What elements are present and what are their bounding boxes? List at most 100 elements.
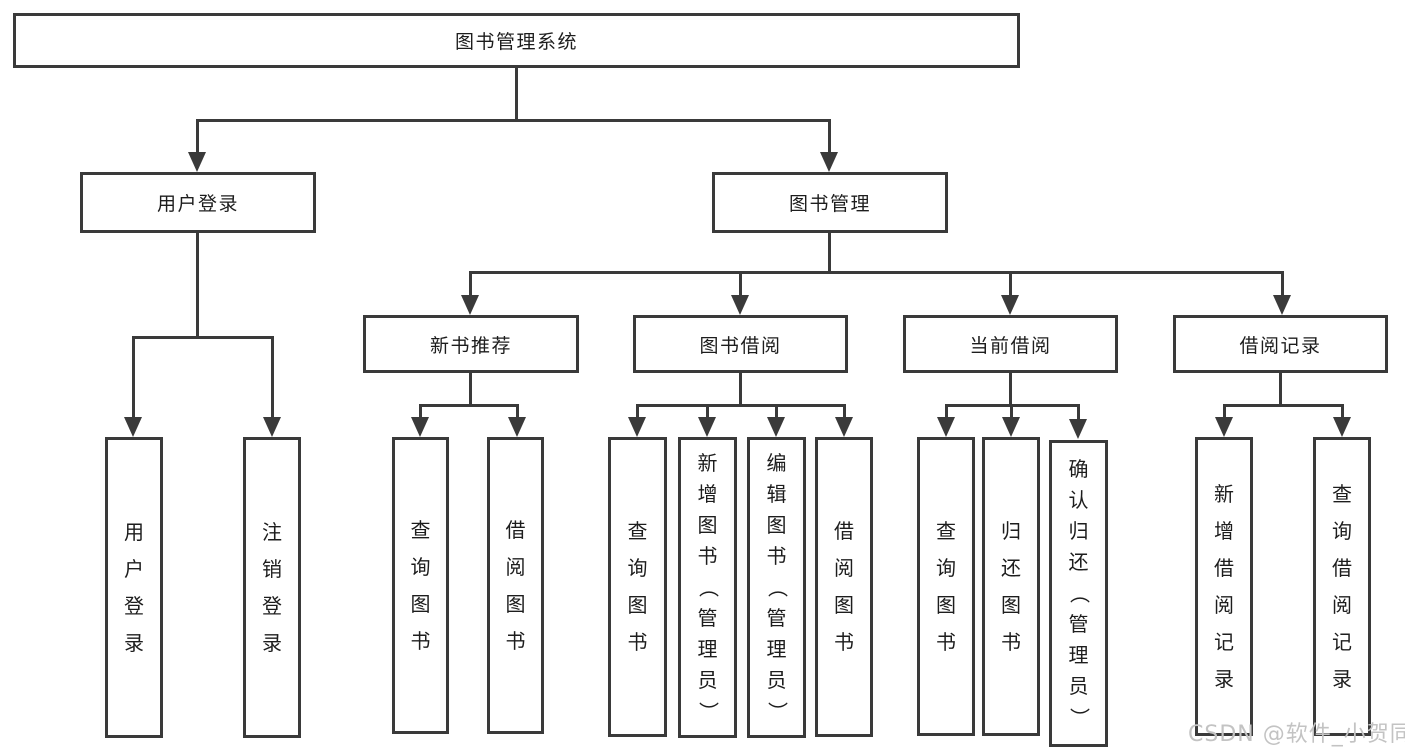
connector-line <box>1279 371 1282 407</box>
connector-line <box>419 404 519 407</box>
node-borrow-books-2: 借阅图书 <box>815 437 873 737</box>
connector-line <box>1281 271 1284 298</box>
node-confirm-return-admin-label: 确认归还（管理员） <box>1067 454 1091 733</box>
vertical-label-char: （ <box>1067 583 1091 604</box>
node-library-system: 图书管理系统 <box>13 13 1020 68</box>
vertical-label-char: 增 <box>697 482 718 506</box>
connector-line <box>1009 371 1012 407</box>
vertical-label-char: 注 <box>262 519 282 544</box>
arrow-down-icon <box>937 417 955 437</box>
arrow-down-icon <box>698 417 716 437</box>
vertical-label-char: 借 <box>1332 555 1352 580</box>
node-borrow-records: 借阅记录 <box>1173 315 1388 373</box>
node-query-books-3: 查询图书 <box>917 437 975 736</box>
arrow-down-icon <box>820 152 838 172</box>
node-new-book-recommend: 新书推荐 <box>363 315 579 373</box>
connector-line <box>636 404 846 407</box>
vertical-label-char: 管 <box>766 606 787 630</box>
vertical-label-char: 查 <box>1332 481 1352 506</box>
vertical-label-char: 询 <box>627 556 648 580</box>
connector-line <box>132 336 135 419</box>
node-add-borrow-record-label: 新增借阅记录 <box>1214 476 1234 698</box>
arrow-down-icon <box>124 417 142 437</box>
connector-line <box>469 271 1284 274</box>
node-current-borrow: 当前借阅 <box>903 315 1118 373</box>
node-logout: 注销登录 <box>243 437 301 738</box>
vertical-label-char: 书 <box>627 630 648 654</box>
node-query-books-1: 查询图书 <box>392 437 449 734</box>
vertical-label-char: 书 <box>505 628 526 653</box>
vertical-label-char: 图 <box>627 593 648 617</box>
node-edit-book-admin-label: 编辑图书（管理员） <box>765 448 789 727</box>
node-add-borrow-record: 新增借阅记录 <box>1195 437 1253 736</box>
node-add-book-admin: 新增图书（管理员） <box>678 437 737 738</box>
vertical-label-char: 图 <box>410 591 431 616</box>
connector-line <box>945 404 948 419</box>
node-query-books-2: 查询图书 <box>608 437 667 737</box>
node-query-books-1-label: 查询图书 <box>411 512 431 660</box>
connector-line <box>739 371 742 407</box>
node-add-book-admin-label: 新增图书（管理员） <box>696 448 720 727</box>
connector-line <box>516 404 519 419</box>
vertical-label-char: 管 <box>1068 612 1089 636</box>
node-edit-book-admin: 编辑图书（管理员） <box>747 437 806 738</box>
arrow-down-icon <box>1002 417 1020 437</box>
connector-line <box>515 66 518 122</box>
arrow-down-icon <box>188 152 206 172</box>
vertical-label-char: （ <box>765 577 789 598</box>
vertical-label-char: 记 <box>1332 629 1352 654</box>
vertical-label-char: ） <box>765 701 789 722</box>
node-return-books: 归还图书 <box>982 437 1040 736</box>
connector-line <box>775 404 778 419</box>
vertical-label-char: 归 <box>1068 519 1089 543</box>
vertical-label-char: 记 <box>1214 629 1234 654</box>
arrow-down-icon <box>1215 417 1233 437</box>
vertical-label-char: 还 <box>1068 550 1089 574</box>
vertical-label-char: 阅 <box>505 554 526 579</box>
node-query-borrow-record-label: 查询借阅记录 <box>1332 476 1352 698</box>
node-new-book-recommend-label: 新书推荐 <box>429 334 512 357</box>
node-library-system-label: 图书管理系统 <box>454 31 578 53</box>
vertical-label-char: 辑 <box>766 482 787 506</box>
vertical-label-char: 员 <box>766 668 787 692</box>
vertical-label-char: 书 <box>1001 629 1021 654</box>
vertical-label-char: （ <box>696 577 720 598</box>
connector-line <box>828 119 831 156</box>
vertical-label-char: 理 <box>697 637 718 661</box>
arrow-down-icon <box>461 295 479 315</box>
vertical-label-char: 编 <box>766 451 787 475</box>
vertical-label-char: 员 <box>1068 674 1089 698</box>
connector-line <box>636 404 639 419</box>
arrow-down-icon <box>1001 295 1019 315</box>
connector-line <box>132 336 274 339</box>
vertical-label-char: 查 <box>627 519 648 543</box>
vertical-label-char: 理 <box>1068 643 1089 667</box>
connector-line <box>1341 404 1344 419</box>
node-borrow-books-2-label: 借阅图书 <box>834 513 854 661</box>
connector-line <box>1223 404 1226 419</box>
vertical-label-char: 阅 <box>1332 592 1352 617</box>
connector-line <box>828 231 831 274</box>
node-book-borrow-label: 图书借阅 <box>699 334 782 357</box>
connector-line <box>739 271 742 298</box>
node-return-books-label: 归还图书 <box>1001 513 1021 661</box>
vertical-label-char: 归 <box>1001 518 1021 543</box>
vertical-label-char: 借 <box>1214 555 1234 580</box>
vertical-label-char: 用 <box>124 519 144 544</box>
vertical-label-char: ） <box>1067 707 1091 728</box>
node-user-login-leaf-label: 用户登录 <box>124 514 144 662</box>
vertical-label-char: 户 <box>124 556 144 581</box>
vertical-label-char: 登 <box>124 593 144 618</box>
vertical-label-char: 书 <box>410 628 431 653</box>
connector-line <box>196 119 831 122</box>
vertical-label-char: 书 <box>697 544 718 568</box>
csdn-watermark: CSDN @软件_小贺同学 <box>1188 722 1405 747</box>
vertical-label-char: 确 <box>1068 457 1089 481</box>
vertical-label-char: 录 <box>1214 666 1234 691</box>
connector-line <box>1077 404 1080 419</box>
vertical-label-char: 图 <box>834 593 854 617</box>
vertical-label-char: 书 <box>936 629 956 654</box>
node-borrow-records-label: 借阅记录 <box>1239 334 1322 357</box>
node-user-login-leaf: 用户登录 <box>105 437 163 738</box>
vertical-label-char: 阅 <box>834 556 854 580</box>
